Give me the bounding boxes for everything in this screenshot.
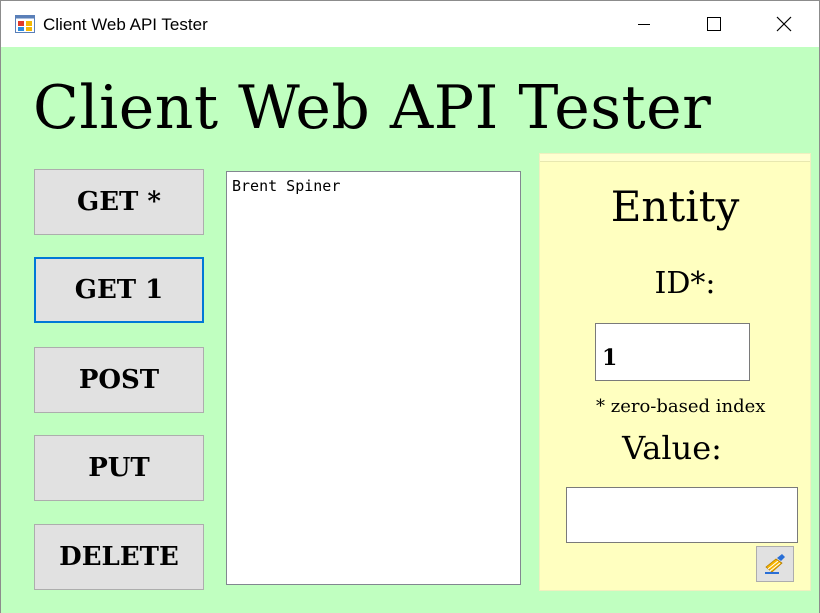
- entity-panel: Entity ID*: 1 * zero-based index Value:: [539, 153, 811, 591]
- post-button[interactable]: POST: [34, 347, 204, 413]
- client-area: Client Web API Tester GET * GET 1 POST P…: [1, 47, 819, 613]
- window-title: Client Web API Tester: [43, 15, 208, 34]
- app-window-icon: [15, 15, 35, 33]
- maximize-button[interactable]: [691, 1, 737, 47]
- delete-button[interactable]: DELETE: [34, 524, 204, 590]
- get-one-button[interactable]: GET 1: [34, 257, 204, 323]
- minimize-button[interactable]: [621, 1, 667, 47]
- id-label: ID*:: [654, 266, 716, 301]
- id-input[interactable]: 1: [595, 323, 750, 381]
- put-button[interactable]: PUT: [34, 435, 204, 501]
- clear-button[interactable]: [756, 546, 794, 582]
- maximize-icon: [707, 17, 721, 31]
- entity-title: Entity: [610, 182, 740, 231]
- list-item[interactable]: Brent Spiner: [232, 177, 341, 195]
- page-title: Client Web API Tester: [33, 73, 712, 143]
- close-button[interactable]: [761, 1, 807, 47]
- minimize-icon: [638, 24, 650, 25]
- title-bar[interactable]: Client Web API Tester: [1, 1, 819, 47]
- panel-border: [540, 154, 810, 162]
- output-listbox[interactable]: Brent Spiner: [226, 171, 521, 585]
- value-input[interactable]: [566, 487, 798, 543]
- close-icon: [776, 16, 792, 32]
- clear-brush-icon: [765, 554, 785, 574]
- index-hint: * zero-based index: [596, 396, 766, 417]
- value-label: Value:: [622, 429, 722, 467]
- get-all-button[interactable]: GET *: [34, 169, 204, 235]
